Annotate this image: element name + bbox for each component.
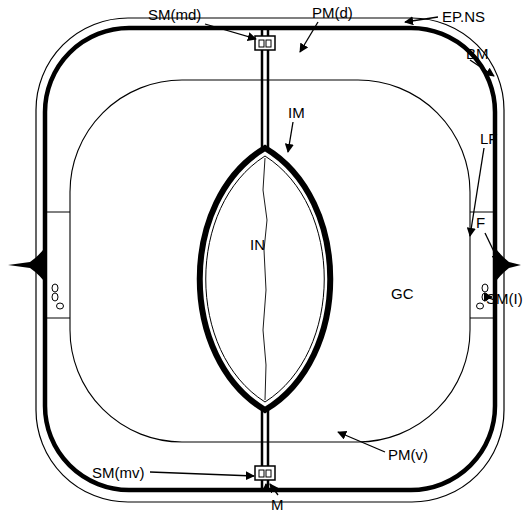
septum-line <box>470 318 493 319</box>
part-label: LF <box>480 130 498 147</box>
part-label: SM(I) <box>486 290 523 307</box>
dorsal-sinus <box>255 36 275 50</box>
part-label: PM(d) <box>312 4 353 21</box>
part-label: IM <box>288 104 305 121</box>
peritoneum-line <box>70 80 470 442</box>
part-label: GC <box>391 285 414 302</box>
part-label: EP.NS <box>442 8 485 25</box>
septum-line <box>47 212 70 213</box>
lateral-fin <box>494 246 521 284</box>
leader-line <box>270 484 278 495</box>
intestine-lining <box>206 156 325 402</box>
part-label: SM(md) <box>148 6 201 23</box>
part-label: F <box>476 214 485 231</box>
leader-line <box>150 17 499 486</box>
epidermis-outline <box>36 18 504 502</box>
basement-membrane <box>45 28 495 490</box>
part-label: BM <box>466 45 489 62</box>
part-label: IN <box>250 236 265 253</box>
part-label: PM(v) <box>388 446 428 463</box>
part-label: M <box>271 496 284 513</box>
septum-line <box>47 318 70 319</box>
part-label: SM(mv) <box>92 464 145 481</box>
ventral-sinus <box>255 466 275 480</box>
intestine-wall <box>200 148 331 410</box>
intestine-lumen <box>263 158 267 400</box>
lateral-fin <box>8 246 46 284</box>
